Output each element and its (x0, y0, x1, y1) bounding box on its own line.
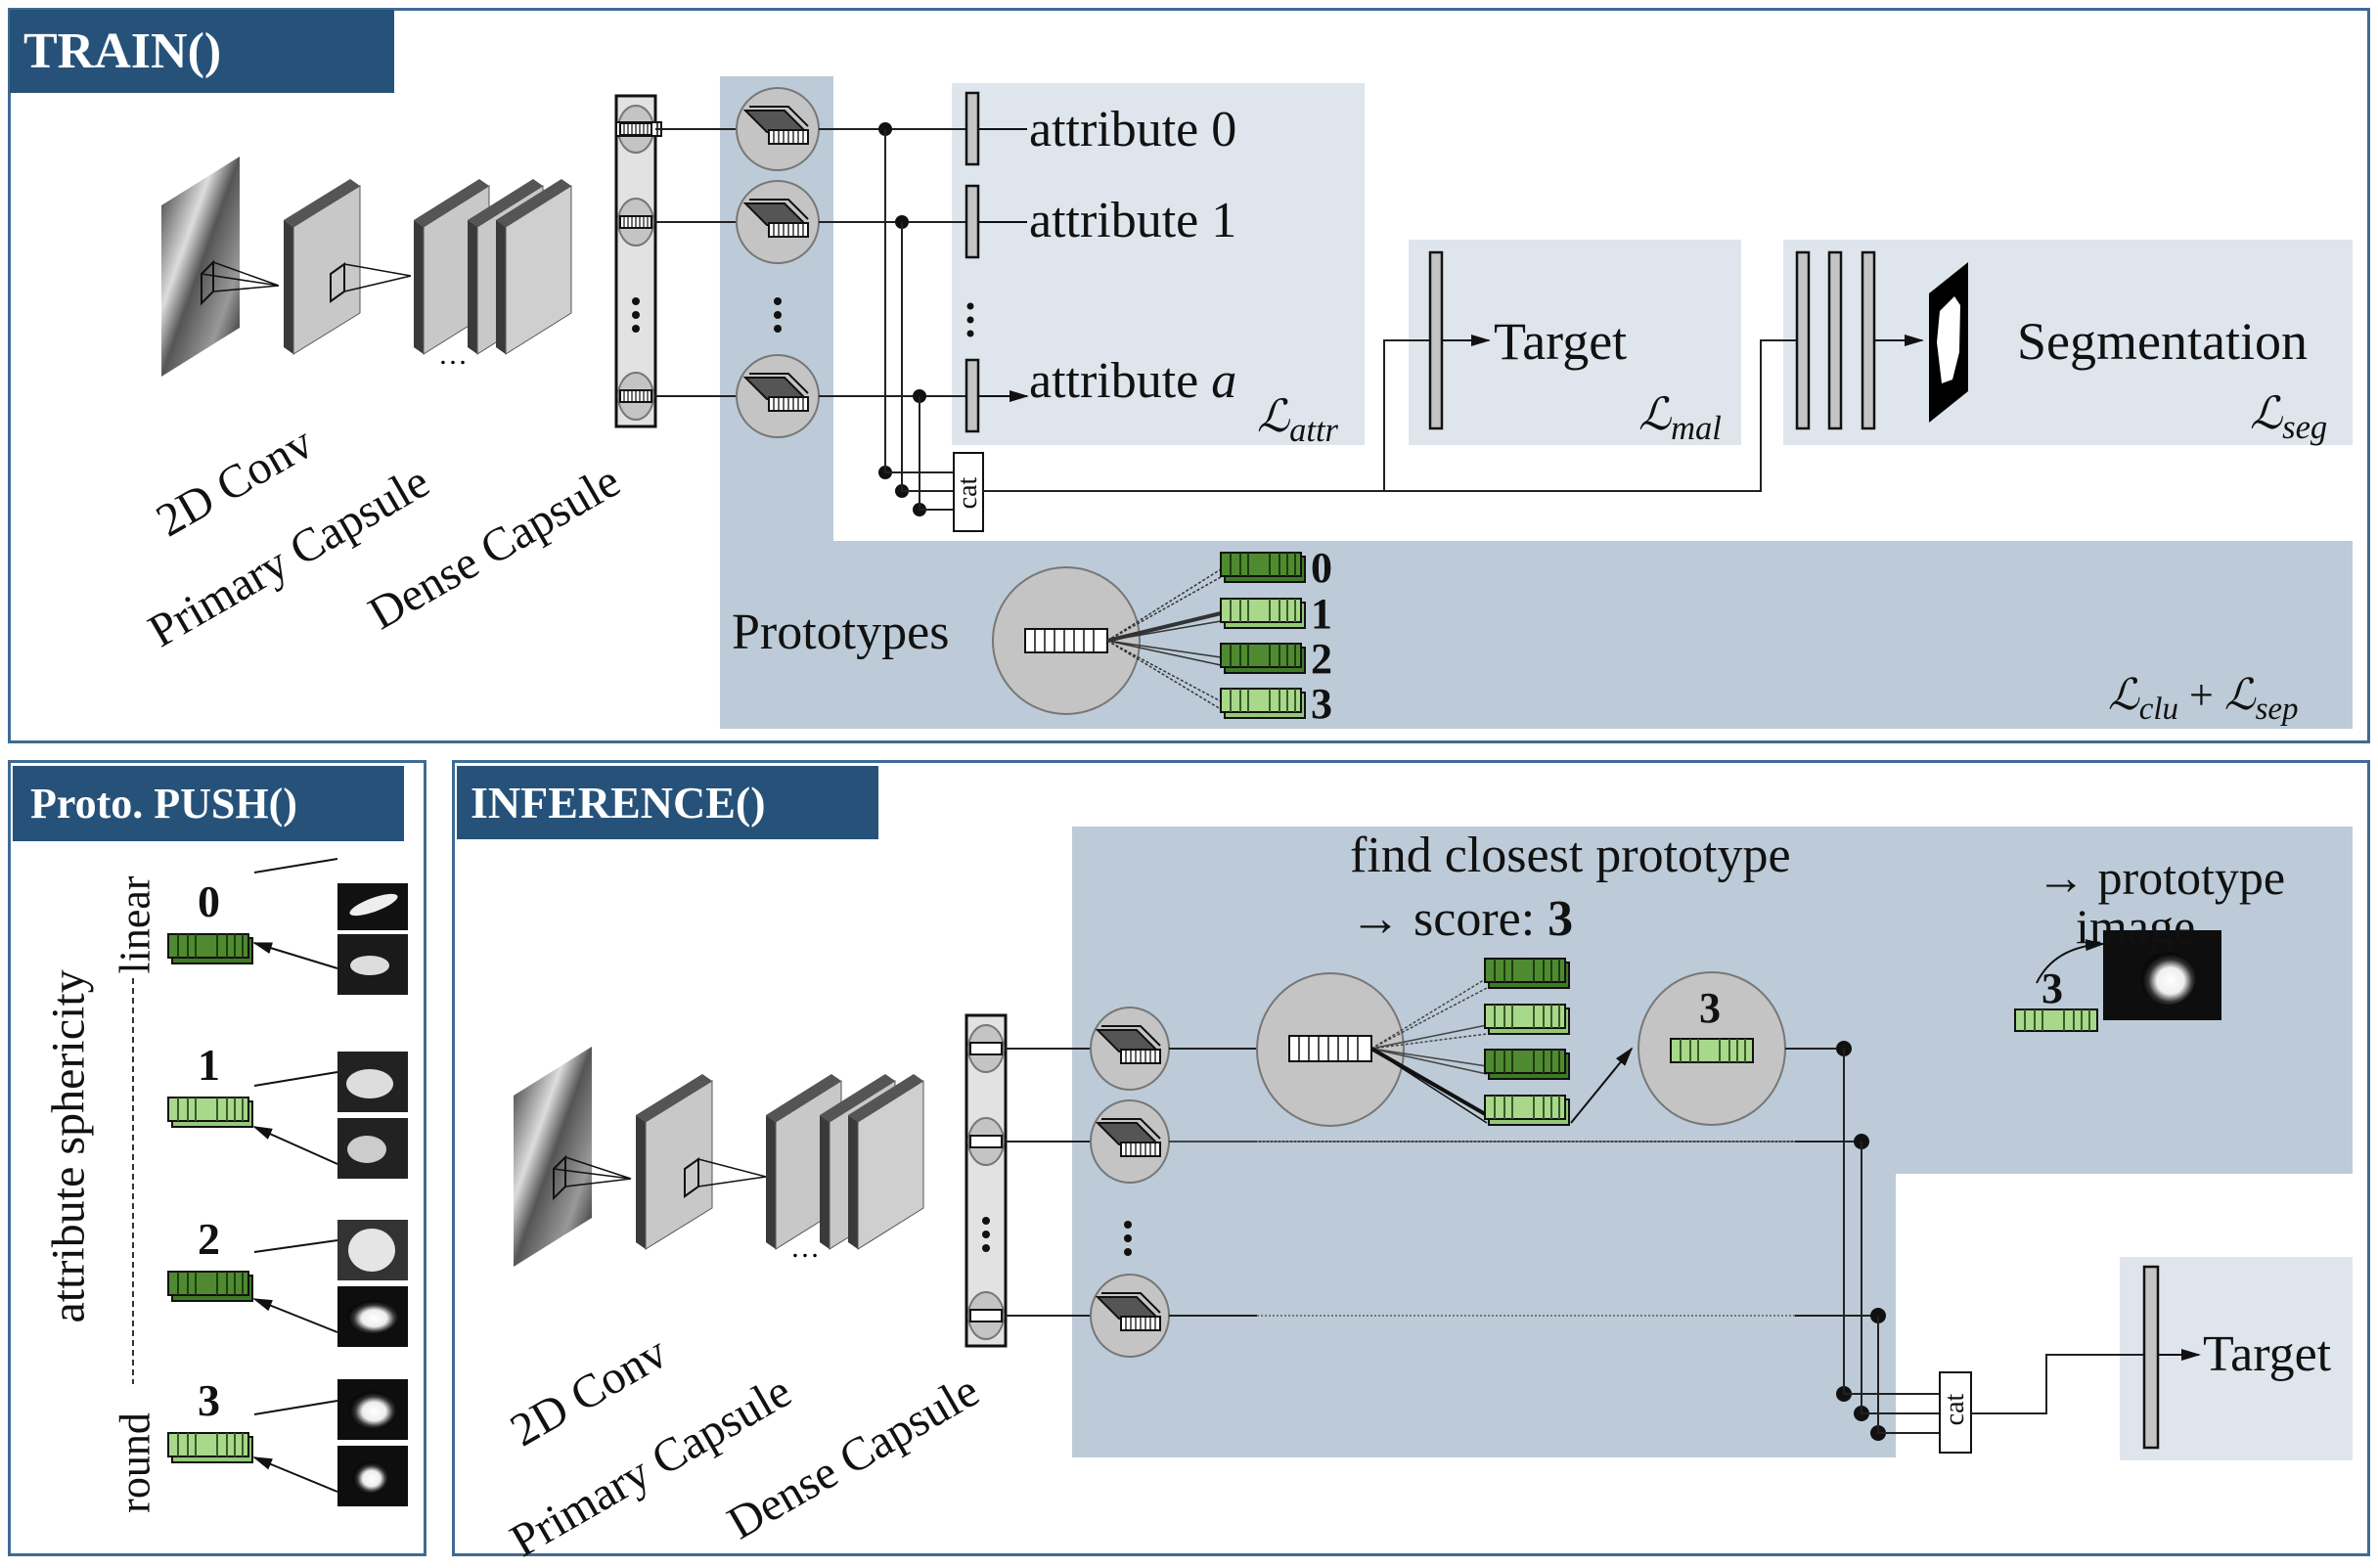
inference-cat-label: cat (1940, 1393, 1970, 1426)
inference-conv-layer (636, 1074, 767, 1250)
push-group-3 (167, 1379, 408, 1506)
attribute-a-text: attribute a (1029, 353, 1237, 409)
target-box (1409, 240, 1741, 445)
push-group-1 (167, 1052, 408, 1179)
inference-input-image (514, 1047, 592, 1267)
attr-loss: ℒattr (1257, 389, 1338, 450)
score-value: 3 (1548, 891, 1574, 947)
inference-primary-capsule-layers (766, 1074, 924, 1250)
plus-sign: + (2189, 671, 2214, 719)
prototype-image-label-1: → prototype (2037, 850, 2286, 905)
train-proto-index-0: 0 (1311, 544, 1332, 592)
train-proto-index-2: 2 (1311, 635, 1332, 683)
score-label: → score: 3 (1350, 890, 1573, 948)
loss-subscript: attr (1289, 412, 1338, 450)
inference-proto-2 (1484, 1049, 1570, 1080)
loss-symbol: ℒ (1638, 389, 1672, 439)
loss-symbol: ℒ (2223, 671, 2256, 719)
train-title: TRAIN() (10, 10, 394, 93)
layers-ellipsis: … (438, 338, 468, 371)
attribute-index-variable: a (1211, 353, 1237, 409)
loss-symbol: ℒ (1257, 391, 1290, 441)
attribute-a-label: attribute a (1029, 352, 1236, 410)
inference-target-label: Target (2203, 1326, 2332, 1382)
loss-subscript: sep (2255, 691, 2299, 727)
inference-proto-0 (1484, 958, 1570, 989)
push-proto-index-2: 2 (198, 1214, 220, 1264)
inference-title: INFERENCE() (457, 766, 878, 839)
selected-index-label: 3 (1699, 984, 1721, 1032)
push-proto-index-3: 3 (198, 1375, 220, 1425)
train-proto-index-1: 1 (1311, 590, 1332, 638)
primary-capsule-layers (414, 179, 572, 355)
seg-loss: ℒseg (2250, 386, 2327, 447)
prototypes-label: Prototypes (732, 605, 950, 660)
train-target-label: Target (1494, 312, 1628, 371)
loss-subscript: mal (1671, 410, 1722, 448)
input-image (161, 157, 240, 377)
clu-sep-loss: ℒclu + ℒsep (2108, 670, 2299, 728)
push-group-2 (167, 1220, 408, 1347)
attribute-1-label: attribute 1 (1029, 193, 1237, 248)
push-group-0 (167, 858, 408, 995)
attribute-0-label: attribute 0 (1029, 102, 1237, 157)
segmentation-mask (1929, 262, 1968, 423)
segmentation-label: Segmentation (2017, 312, 2308, 371)
mal-loss: ℒmal (1638, 387, 1722, 448)
inference-proto-1 (1484, 1004, 1570, 1035)
segmentation-box (1783, 240, 2353, 445)
conv-layer (284, 179, 412, 355)
svg-text:…: … (790, 1232, 820, 1264)
push-proto-index-0: 0 (198, 876, 220, 926)
inference-proto-3 (1484, 1095, 1570, 1126)
loss-subscript: clu (2138, 691, 2179, 727)
score-prefix: → score: (1350, 891, 1548, 947)
small-proto-index: 3 (2041, 964, 2063, 1012)
find-closest-label: find closest prototype (1350, 828, 1791, 883)
push-proto-index-1: 1 (198, 1040, 220, 1090)
push-title: Proto. PUSH() (13, 766, 404, 841)
loss-subscript: seg (2282, 409, 2328, 447)
train-proto-index-3: 3 (1311, 680, 1332, 728)
train-prototype-band (720, 541, 2353, 729)
loss-symbol: ℒ (2108, 671, 2139, 719)
loss-symbol: ℒ (2250, 388, 2283, 438)
prototype-image-label-2: image (2076, 899, 2196, 954)
